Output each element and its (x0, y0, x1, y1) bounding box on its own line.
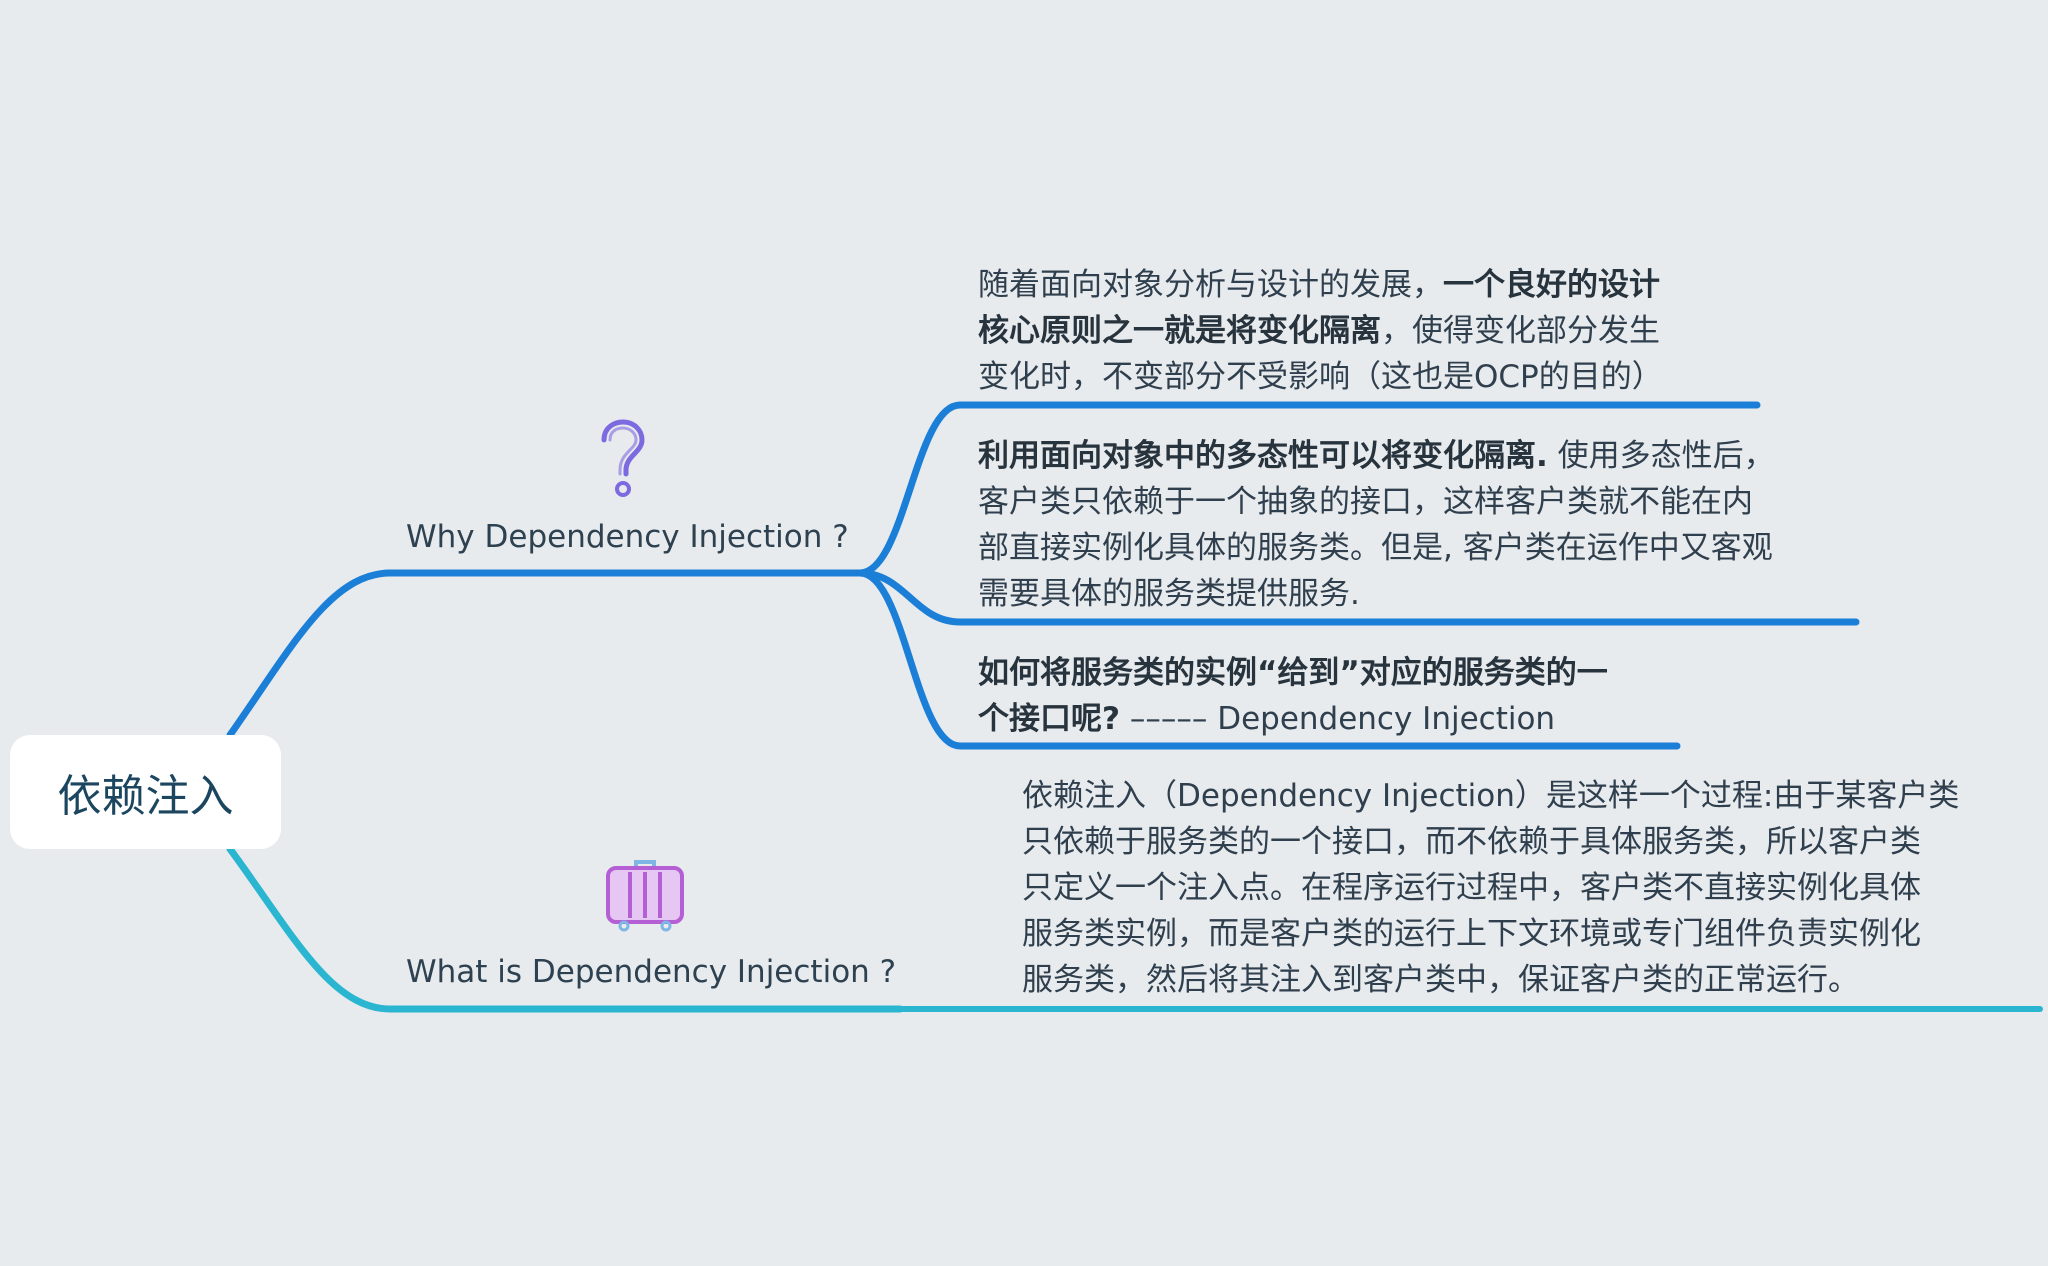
leaf-text-line: 需要具体的服务类提供服务. (978, 571, 1775, 617)
leaf-text-line: 如何将服务类的实例“给到”对应的服务类的一 (978, 650, 1608, 696)
question-icon (601, 419, 645, 497)
leaf-text: 只依赖于服务类的一个接口，而不依赖于具体服务类，所以客户类 (1022, 824, 1921, 860)
leaf-text-line: 依赖注入（Dependency Injection）是这样一个过程:由于某客户类 (1022, 773, 1959, 819)
connector-root-why (226, 569, 864, 739)
leaf-what-1[interactable]: 依赖注入（Dependency Injection）是这样一个过程:由于某客户类… (1022, 773, 1959, 1003)
leaf-text-line: 随着面向对象分析与设计的发展，一个良好的设计 (978, 262, 1663, 308)
leaf-text: 使用多态性后， (1547, 438, 1775, 474)
connector-why-child-2 (856, 569, 1860, 626)
leaf-text: 依赖注入（Dependency Injection）是这样一个过程:由于某客户类 (1022, 778, 1960, 814)
leaf-text: 需要具体的服务类提供服务. (978, 576, 1360, 612)
leaf-text-line: 利用面向对象中的多态性可以将变化隔离. 使用多态性后， (978, 433, 1775, 479)
leaf-text-line: 核心原则之一就是将变化隔离，使得变化部分发生 (978, 308, 1663, 354)
leaf-why-2[interactable]: 利用面向对象中的多态性可以将变化隔离. 使用多态性后， 客户类只依赖于一个抽象的接… (978, 433, 1775, 617)
leaf-text-line: 个接口呢? ––––– Dependency Injection (978, 696, 1608, 742)
leaf-text-line: 只依赖于服务类的一个接口，而不依赖于具体服务类，所以客户类 (1022, 819, 1959, 865)
leaf-text-bold: 一个良好的设计 (1443, 267, 1660, 303)
leaf-text-line: 部直接实例化具体的服务类。但是, 客户类在运作中又客观 (978, 525, 1775, 571)
leaf-why-1[interactable]: 随着面向对象分析与设计的发展，一个良好的设计核心原则之一就是将变化隔离，使得变化… (978, 262, 1663, 400)
leaf-text: 客户类只依赖于一个抽象的接口，这样客户类就不能在内 (978, 484, 1753, 520)
root-topic-label: 依赖注入 (57, 771, 234, 822)
leaf-text-bold: 个接口呢? (978, 701, 1120, 737)
leaf-text: 随着面向对象分析与设计的发展， (978, 267, 1443, 303)
root-topic[interactable]: 依赖注入 (10, 735, 281, 849)
suitcase-icon (606, 860, 684, 932)
leaf-text-line: 变化时，不变部分不受影响（这也是OCP的目的） (978, 354, 1663, 400)
leaf-why-3[interactable]: 如何将服务类的实例“给到”对应的服务类的一个接口呢? ––––– Depende… (978, 650, 1608, 742)
connector-root-what (226, 845, 904, 1013)
leaf-text: 服务类实例，而是客户类的运行上下文环境或专门组件负责实例化 (1022, 916, 1921, 952)
connector-why-child-3 (856, 569, 1681, 750)
leaf-text: 变化时，不变部分不受影响（这也是OCP的目的） (978, 359, 1663, 395)
branch-why-label[interactable]: Why Dependency Injection ? (406, 519, 849, 555)
leaf-text-line: 客户类只依赖于一个抽象的接口，这样客户类就不能在内 (978, 479, 1775, 525)
leaf-text-line: 只定义一个注入点。在程序运行过程中，客户类不直接实例化具体 (1022, 865, 1959, 911)
leaf-text: 部直接实例化具体的服务类。但是, 客户类在运作中又客观 (978, 530, 1773, 566)
branch-what-label[interactable]: What is Dependency Injection ? (406, 954, 897, 990)
connector-why-child-1 (856, 401, 1761, 577)
leaf-text: 服务类，然后将其注入到客户类中，保证客户类的正常运行。 (1022, 962, 1859, 998)
leaf-text-bold: 核心原则之一就是将变化隔离 (978, 313, 1381, 349)
leaf-text-bold: 如何将服务类的实例“给到”对应的服务类的一 (978, 655, 1608, 691)
leaf-text: ––––– Dependency Injection (1119, 701, 1556, 737)
leaf-text-line: 服务类，然后将其注入到客户类中，保证客户类的正常运行。 (1022, 957, 1959, 1003)
leaf-text-bold: 利用面向对象中的多态性可以将变化隔离. (978, 438, 1548, 474)
leaf-text-line: 服务类实例，而是客户类的运行上下文环境或专门组件负责实例化 (1022, 911, 1959, 957)
leaf-text: 只定义一个注入点。在程序运行过程中，客户类不直接实例化具体 (1022, 870, 1921, 906)
leaf-text: ，使得变化部分发生 (1381, 313, 1660, 349)
